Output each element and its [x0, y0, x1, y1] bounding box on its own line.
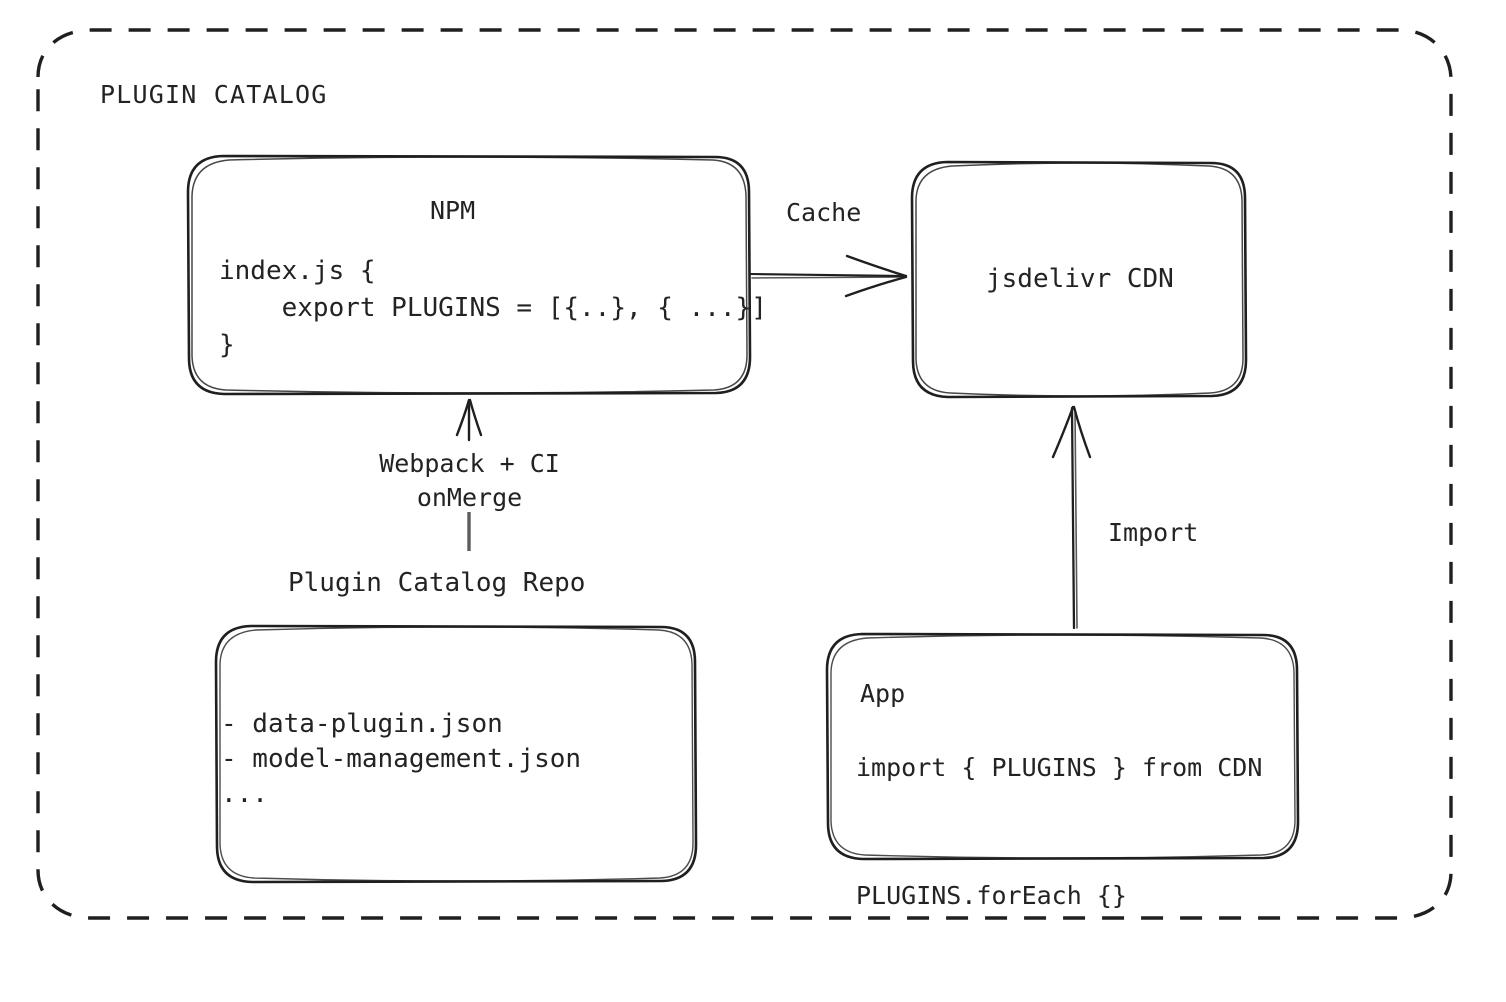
- cache-arrow: [749, 254, 908, 298]
- app-node-title: App: [860, 679, 906, 708]
- repo-node-heading: Plugin Catalog Repo: [288, 568, 586, 598]
- plugin-catalog-title: PLUGIN CATALOG: [100, 80, 328, 109]
- app-node-code: import { PLUGINS } from CDN PLUGINS.forE…: [856, 753, 1263, 910]
- repo-node-list: - data-plugin.json - model-management.js…: [221, 709, 582, 809]
- npm-node-code: index.js { export PLUGINS = [{..}, { ...…: [219, 256, 767, 360]
- npm-node-title: NPM: [430, 196, 476, 225]
- import-arrow: [1051, 405, 1092, 630]
- cdn-node-title: jsdelivr CDN: [986, 264, 1174, 294]
- import-edge-label: Import: [1108, 518, 1199, 547]
- build-edge-label: Webpack + CI onMerge: [379, 449, 560, 512]
- cache-edge-label: Cache: [786, 198, 862, 227]
